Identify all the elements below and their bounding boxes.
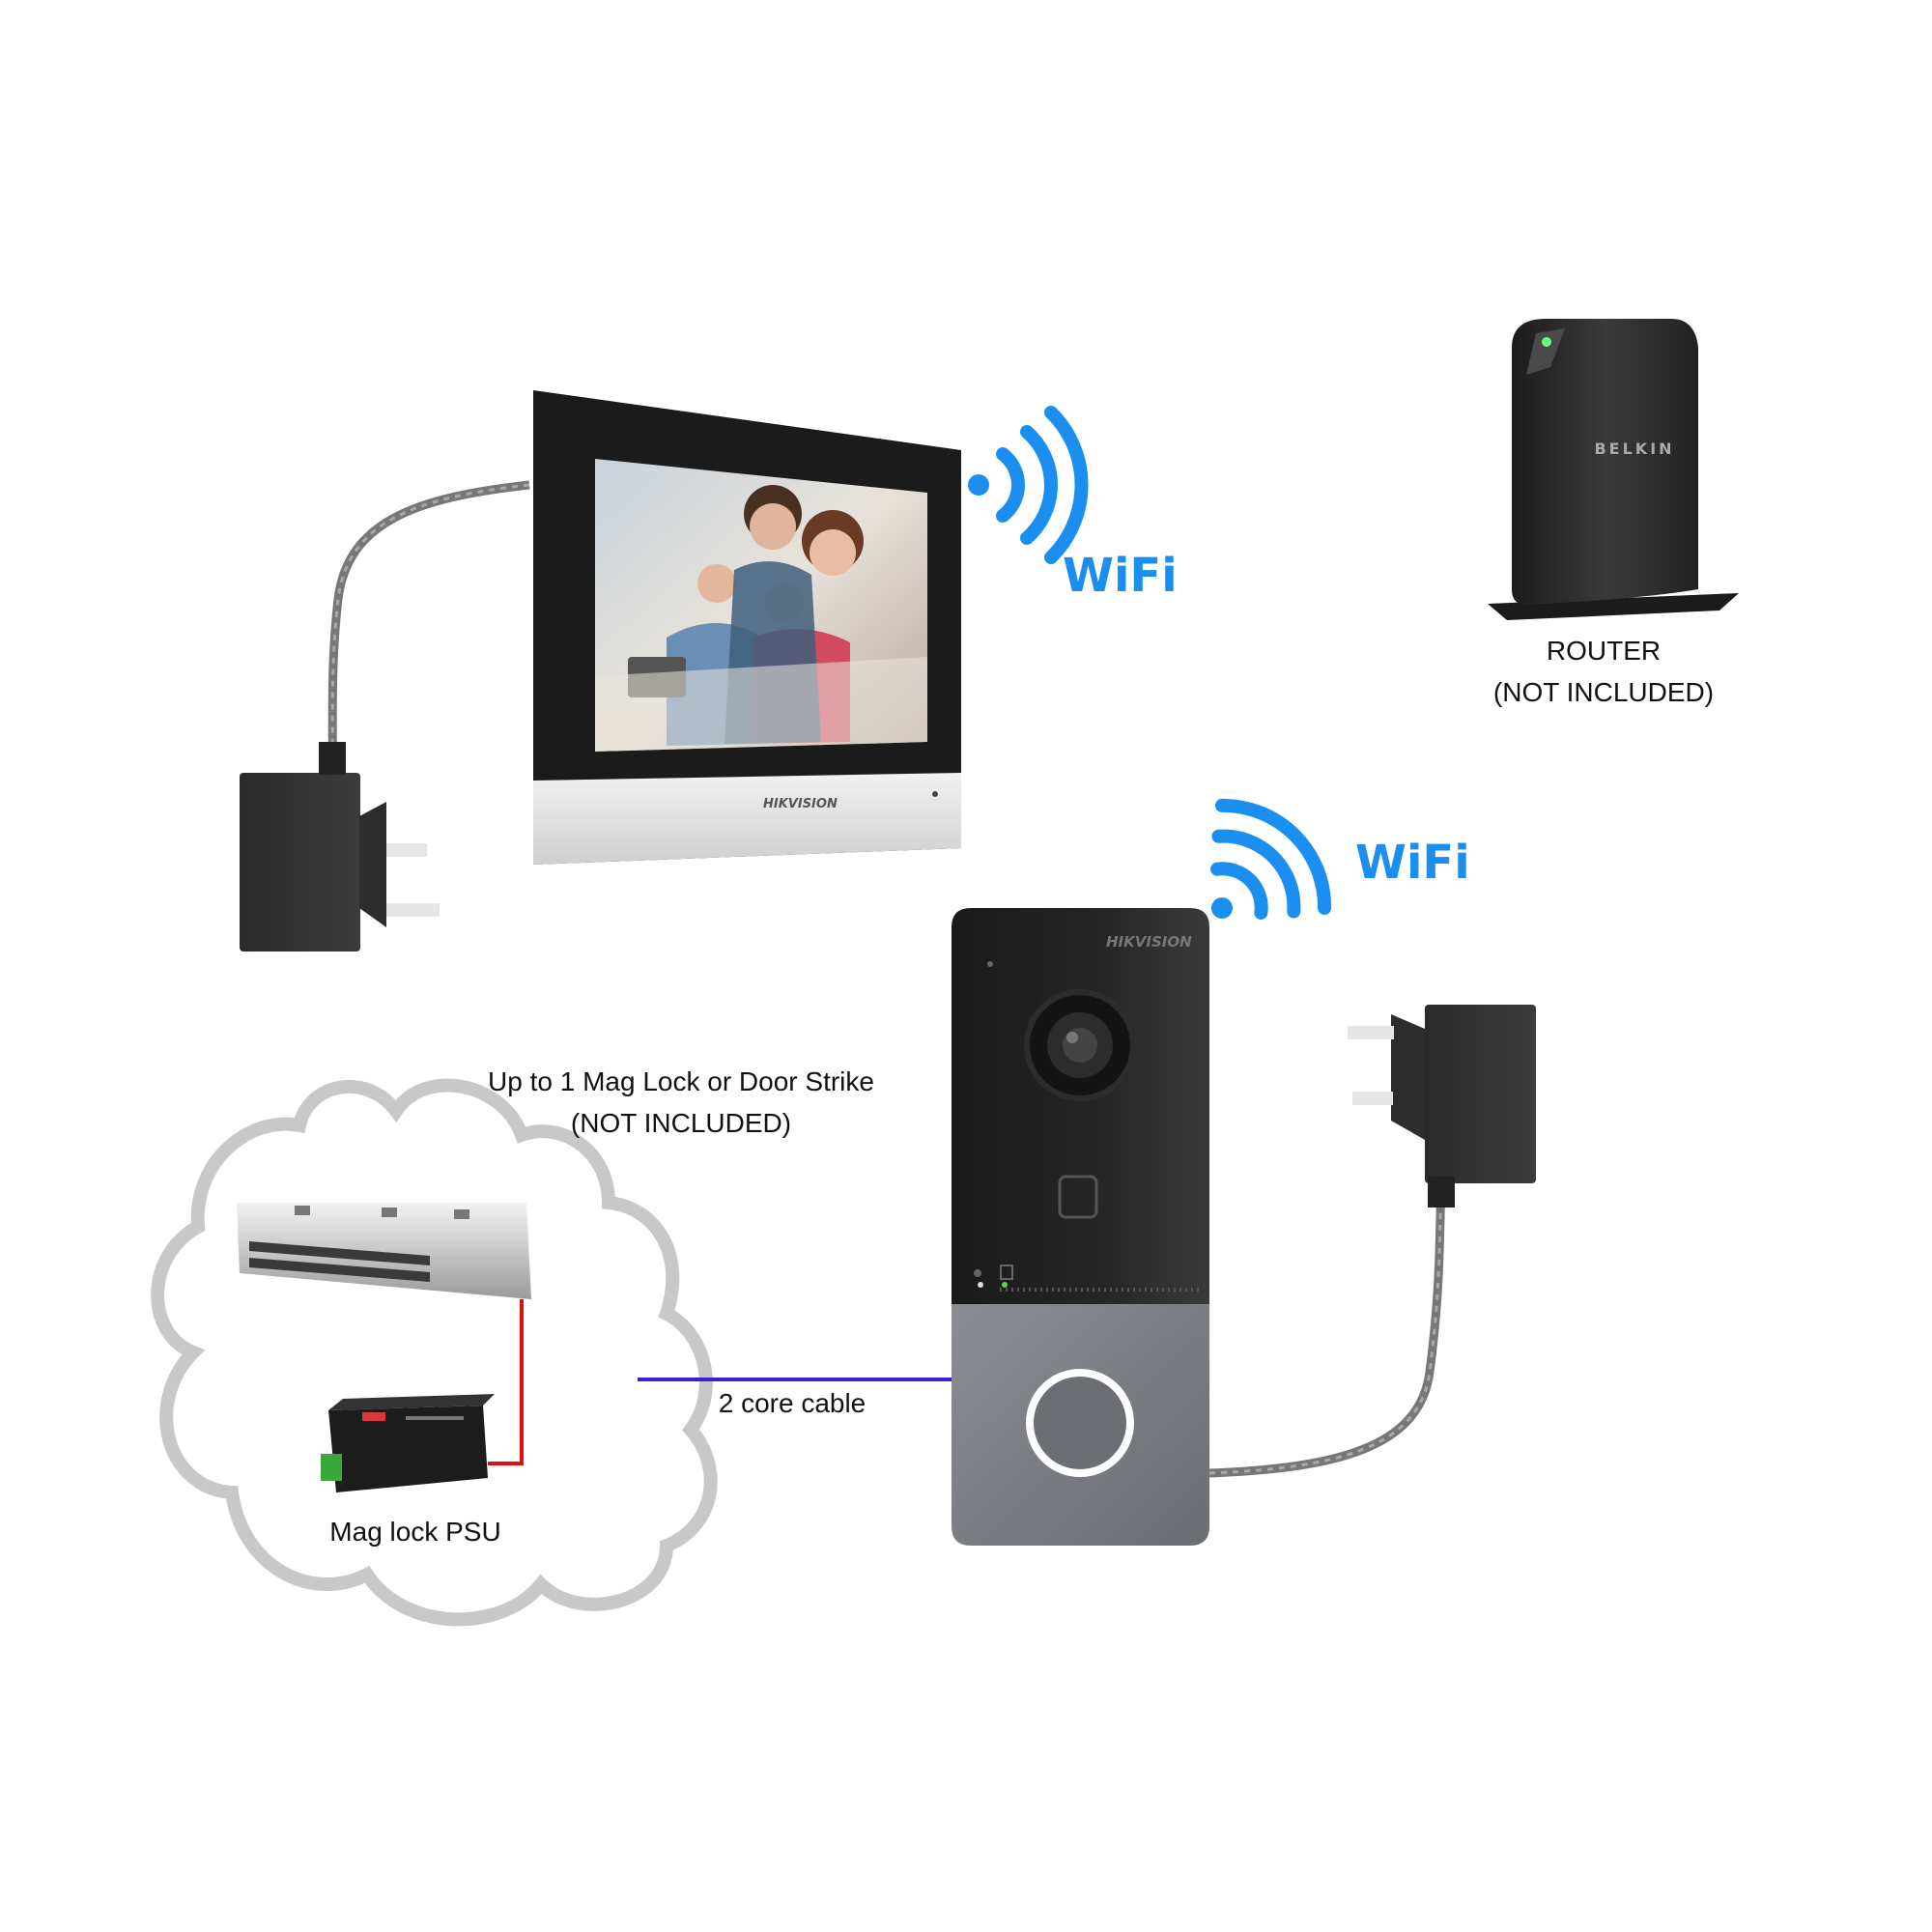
doorbell-power-cable	[1208, 1182, 1446, 1478]
doorbell-power-plug	[1348, 1005, 1536, 1208]
router-label-line2: (NOT INCLUDED)	[1492, 677, 1715, 707]
door-station: HIKVISION	[952, 908, 1536, 1546]
monitor-wifi-label: WiFi	[1063, 549, 1178, 603]
psu-label: Mag lock PSU	[329, 1517, 501, 1547]
router-label: ROUTER (NOT INCLUDED)	[1478, 630, 1729, 713]
router: BELKIN	[1488, 319, 1739, 620]
camera-lens-icon	[1024, 989, 1136, 1101]
monitor-power-cable	[327, 480, 530, 764]
card-reader-icon	[1058, 1175, 1098, 1219]
doorbell-wifi-label: WiFi	[1355, 836, 1470, 890]
lock-wire	[488, 1299, 524, 1465]
family-photo	[595, 485, 927, 752]
router-brand: BELKIN	[1594, 440, 1674, 458]
wifi-icon	[1210, 798, 1332, 920]
mag-lock-psu	[321, 1394, 495, 1492]
cable-label: 2 core cable	[718, 1388, 867, 1418]
mag-lock	[237, 1203, 531, 1299]
router-label-line1: ROUTER	[1546, 636, 1662, 666]
monitor-brand: HIKVISION	[763, 797, 838, 811]
indoor-monitor: HIKVISION	[240, 390, 961, 952]
wifi-icon	[968, 406, 1089, 564]
lock-label-line1: Up to 1 Mag Lock or Door Strike	[488, 1066, 874, 1096]
lock-label: Up to 1 Mag Lock or Door Strike (NOT INC…	[473, 1061, 889, 1144]
call-button[interactable]	[1026, 1369, 1134, 1477]
monitor-power-plug	[240, 742, 440, 952]
doorbell-brand: HIKVISION	[1106, 933, 1192, 951]
lock-label-line2: (NOT INCLUDED)	[570, 1108, 792, 1138]
